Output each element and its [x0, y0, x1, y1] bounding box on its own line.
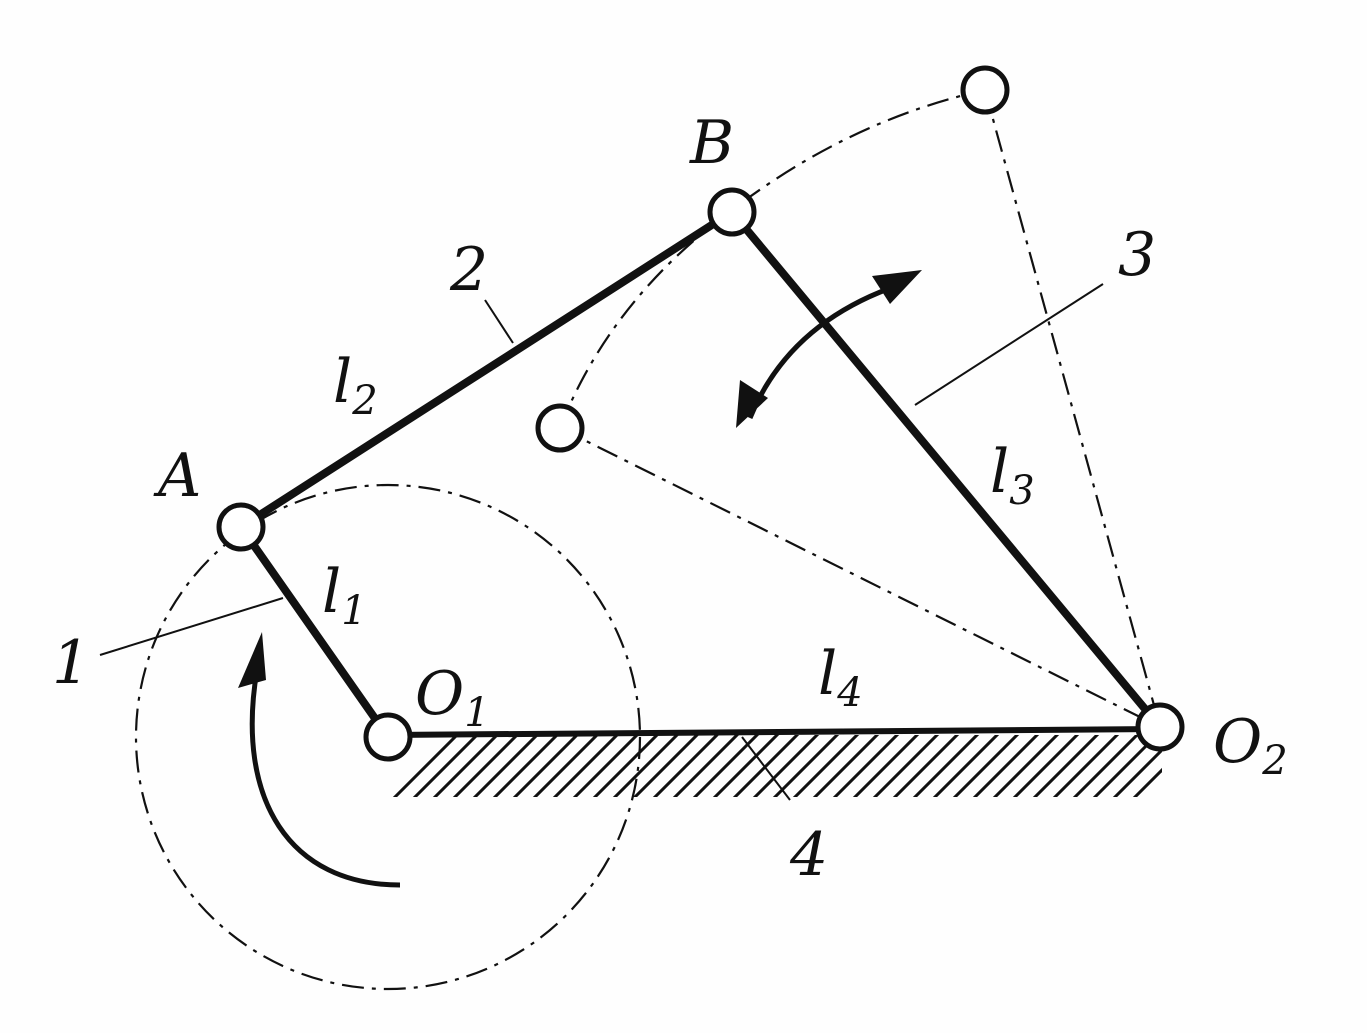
label-point-b: B — [689, 108, 734, 178]
joint-b-extreme-left — [535, 403, 585, 453]
label-length-l3: l3 — [990, 437, 1035, 514]
joint-b — [707, 187, 757, 237]
label-length-l4: l4 — [818, 639, 863, 716]
rocker-oscillation-arrowhead-lower — [736, 380, 768, 428]
label-length-l2: l2 — [333, 347, 378, 424]
label-length-l1: l1 — [322, 557, 367, 634]
rocker-swing-arc — [558, 88, 986, 429]
crank-rotation-arrowhead — [238, 632, 266, 688]
rocker-oscillation-arrowhead-upper — [872, 270, 922, 304]
joint-b-extreme-right — [960, 65, 1010, 115]
link-4-ground — [387, 726, 1161, 738]
label-part-2: 2 — [449, 235, 488, 305]
label-part-1: 1 — [52, 628, 90, 698]
joint-o1 — [363, 712, 413, 762]
ground-hatching — [392, 735, 1162, 797]
rocker-extreme-line-left — [559, 427, 1161, 728]
joint-a — [216, 502, 266, 552]
label-pivot-o1: O1 — [415, 659, 490, 736]
label-pivot-o2: O2 — [1213, 707, 1288, 784]
label-part-4: 4 — [789, 820, 828, 890]
link-3-rocker — [728, 208, 1164, 731]
leader-part-1 — [99, 597, 284, 656]
joint-o2 — [1135, 702, 1185, 752]
label-point-a: A — [153, 441, 201, 511]
link-1-crank — [237, 523, 392, 741]
rocker-extreme-line-right — [983, 89, 1162, 728]
link-2-coupler — [237, 208, 736, 531]
leader-part-2 — [484, 299, 514, 344]
leader-part-4 — [741, 736, 791, 801]
crank-rotation-arrow — [249, 669, 401, 888]
leader-part-3 — [914, 283, 1104, 406]
label-part-3: 3 — [1118, 220, 1156, 290]
crank-path-circle — [134, 483, 642, 991]
